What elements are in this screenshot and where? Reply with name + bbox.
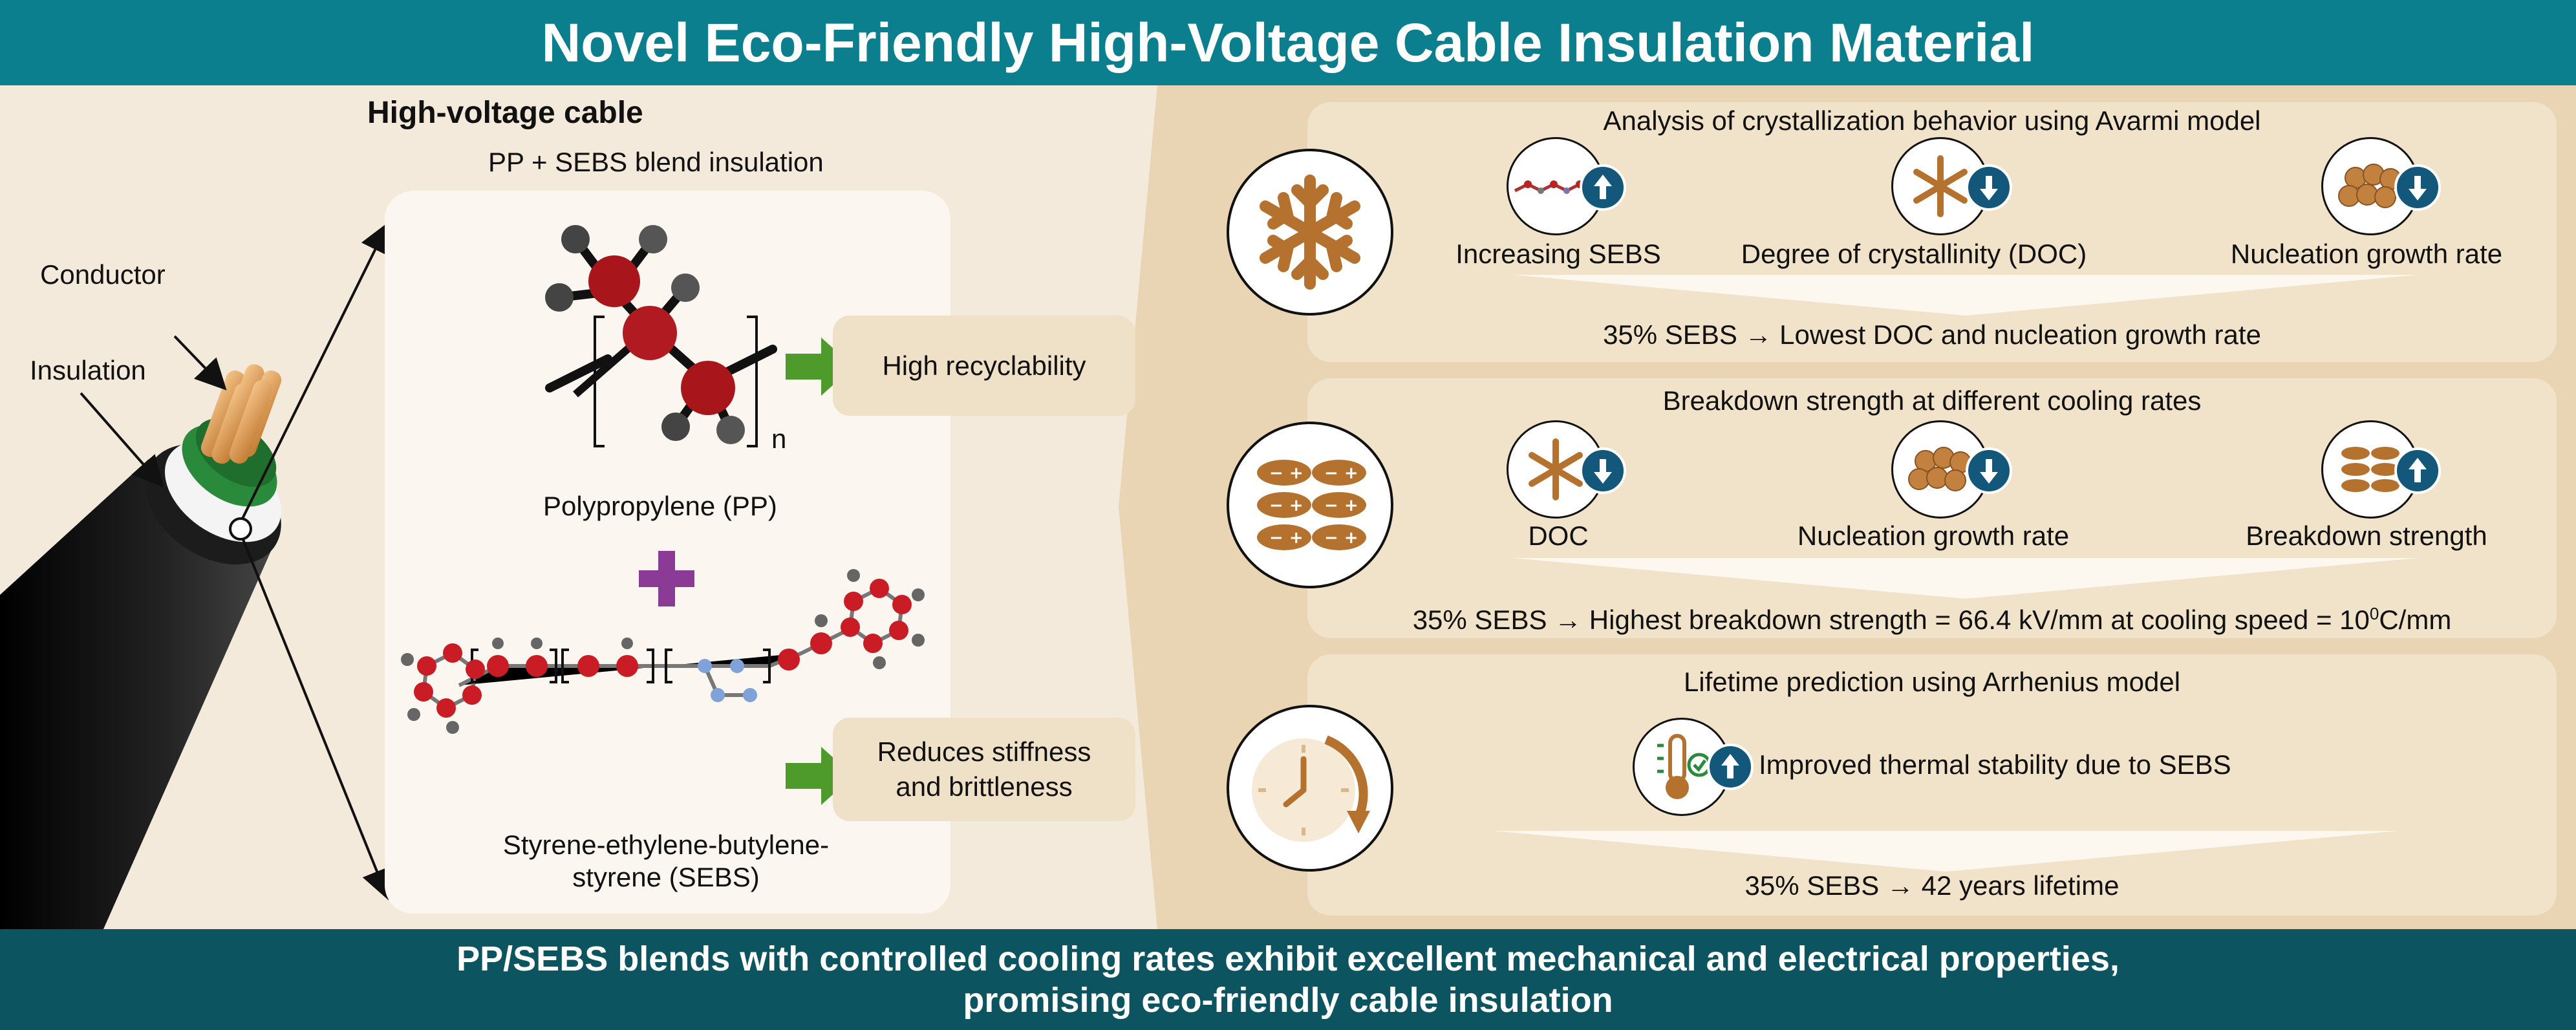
sebs-molecule-icon bbox=[401, 569, 925, 734]
svg-text:− +: − + bbox=[1269, 496, 1304, 515]
cable-illustration bbox=[0, 364, 282, 929]
arrow-up-badge-icon bbox=[1707, 744, 1754, 790]
svg-text:− +: − + bbox=[1269, 528, 1304, 548]
pp-subscript: n bbox=[771, 424, 787, 454]
conductor-label: Conductor bbox=[40, 259, 166, 290]
lifetime-item: Improved thermal stability due to SEBS bbox=[1759, 749, 2231, 780]
funnel-arrow-icon bbox=[1494, 831, 2399, 872]
svg-text:− +: − + bbox=[1269, 464, 1304, 483]
pp-name: Polypropylene (PP) bbox=[543, 491, 777, 521]
breakdown-conclusion: 35% SEBS → Highest breakdown strength = … bbox=[1412, 604, 2452, 635]
arrow-down-badge-icon bbox=[1966, 447, 2012, 494]
svg-text:− +: − + bbox=[1324, 464, 1358, 483]
cable-subtitle: PP + SEBS blend insulation bbox=[488, 147, 824, 177]
funnel-arrow-icon bbox=[1513, 275, 2418, 316]
crystallization-item-3: Nucleation growth rate bbox=[2230, 239, 2503, 269]
breakdown-item-3: Breakdown strength bbox=[2246, 520, 2487, 551]
sebs-name: Styrene-ethylene-butylene- styrene (SEBS… bbox=[502, 830, 830, 892]
crystallization-conclusion: 35% SEBS → Lowest DOC and nucleation gro… bbox=[1603, 319, 2261, 350]
snowflake-icon bbox=[1227, 149, 1393, 316]
lifetime-panel bbox=[1307, 654, 2557, 916]
leader-arrows bbox=[80, 221, 392, 901]
pp-property-box: High recyclability bbox=[833, 316, 1135, 416]
lifetime-conclusion: 35% SEBS → 42 years lifetime bbox=[1744, 870, 2120, 901]
arrow-down-badge-icon bbox=[2394, 164, 2441, 211]
footer-line-1: PP/SEBS blends with controlled cooling r… bbox=[456, 939, 2120, 978]
sebs-property-box: Reduces stiffness and brittleness bbox=[833, 718, 1135, 821]
svg-text:− +: − + bbox=[1324, 528, 1358, 548]
breakdown-item-1: DOC bbox=[1528, 520, 1589, 551]
plus-icon bbox=[639, 551, 694, 606]
nuclei-cluster-icon bbox=[1891, 420, 1990, 519]
funnel-arrow-icon bbox=[1513, 558, 2418, 599]
page-title: Novel Eco-Friendly High-Voltage Cable In… bbox=[541, 12, 2035, 73]
footer-banner: PP/SEBS blends with controlled cooling r… bbox=[0, 929, 2576, 1030]
arrow-down-badge-icon bbox=[1966, 164, 2012, 211]
header-banner: Novel Eco-Friendly High-Voltage Cable In… bbox=[0, 0, 2576, 85]
clock-icon bbox=[1227, 705, 1393, 872]
polypropylene-molecule-icon bbox=[545, 225, 777, 447]
charge-dipoles-icon: − + − + − + − + − + − + bbox=[1227, 422, 1393, 588]
cable-title: High-voltage cable bbox=[367, 96, 643, 130]
lifetime-title: Lifetime prediction using Arrhenius mode… bbox=[1683, 667, 2181, 697]
arrow-up-badge-icon bbox=[1580, 164, 1626, 211]
crystallization-title: Analysis of crystallization behavior usi… bbox=[1603, 105, 2261, 136]
insulation-label: Insulation bbox=[30, 355, 146, 385]
arrow-up-badge-icon bbox=[2394, 447, 2441, 494]
breakdown-item-2: Nucleation growth rate bbox=[1797, 520, 2070, 551]
crystal-snowflake-icon bbox=[1891, 137, 1990, 235]
crystallization-item-2: Degree of crystallinity (DOC) bbox=[1741, 239, 2087, 269]
breakdown-title: Breakdown strength at different cooling … bbox=[1662, 385, 2202, 416]
crystallization-item-1: Increasing SEBS bbox=[1455, 239, 1661, 269]
footer-line-2: promising eco-friendly cable insulation bbox=[963, 981, 1613, 1020]
arrow-down-badge-icon bbox=[1580, 447, 1626, 494]
svg-text:− +: − + bbox=[1324, 496, 1358, 515]
